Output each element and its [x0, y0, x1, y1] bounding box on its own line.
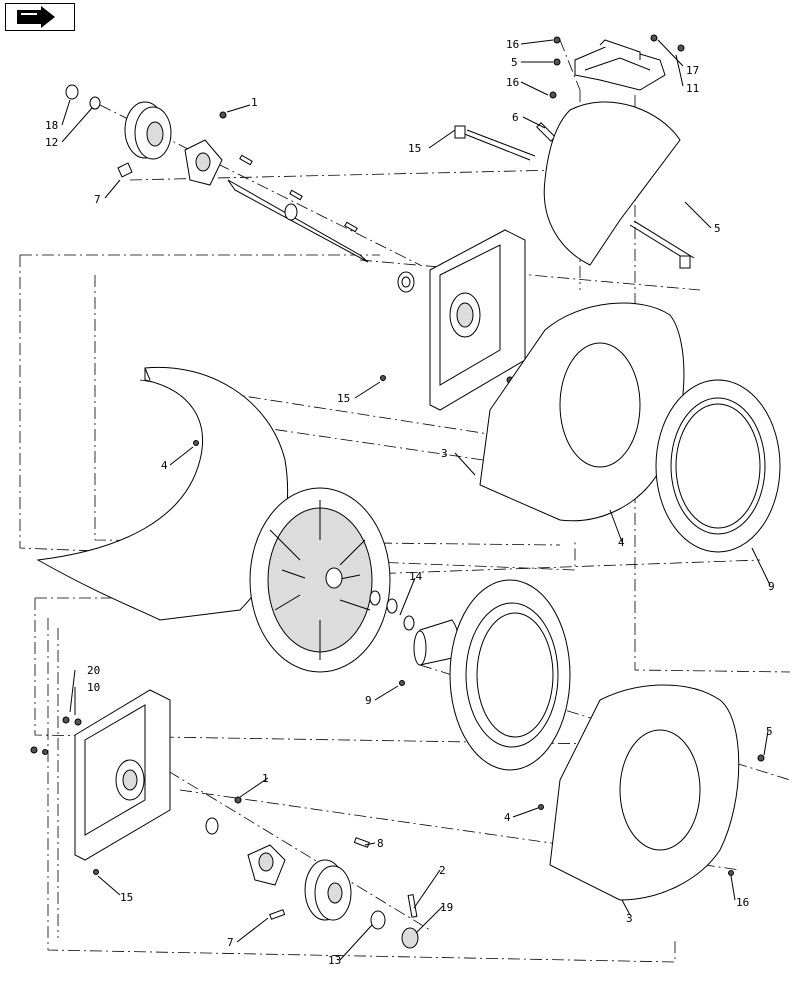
callout-16[interactable]: 16 [736, 896, 749, 909]
leader-lines [61, 39, 771, 961]
callout-12[interactable]: 12 [45, 136, 58, 149]
callout-labels: 16 5 16 17 11 6 15 18 12 1 7 5 15 4 3 4 … [45, 38, 775, 967]
callout-15[interactable]: 15 [120, 891, 133, 904]
spacer-ring [369, 590, 381, 606]
upper-side-plate [479, 302, 685, 522]
callout-16[interactable]: 16 [506, 76, 519, 89]
callout-2[interactable]: 2 [439, 864, 446, 877]
upper-shroud [543, 101, 681, 266]
callout-14[interactable]: 14 [409, 570, 423, 583]
callout-7[interactable]: 7 [227, 936, 234, 949]
callout-18[interactable]: 18 [45, 119, 58, 132]
callout-15[interactable]: 15 [337, 392, 350, 405]
callout-8[interactable]: 8 [377, 837, 384, 850]
fan-wheel [249, 487, 391, 673]
callout-5[interactable]: 5 [511, 56, 518, 69]
callout-7[interactable]: 7 [94, 193, 101, 206]
callout-1[interactable]: 1 [251, 96, 258, 109]
callout-15[interactable]: 15 [408, 142, 421, 155]
callout-4[interactable]: 4 [161, 459, 168, 472]
callout-4[interactable]: 4 [618, 536, 625, 549]
back-arrow-icon [17, 6, 55, 28]
callout-13[interactable]: 13 [328, 954, 341, 967]
callout-9[interactable]: 9 [365, 694, 372, 707]
rod [461, 132, 531, 161]
callout-17[interactable]: 17 [686, 64, 699, 77]
callout-6[interactable]: 6 [512, 111, 519, 124]
callout-5[interactable]: 5 [714, 222, 721, 235]
callout-3[interactable]: 3 [441, 447, 448, 460]
callout-20[interactable]: 20 [87, 664, 100, 677]
callout-11[interactable]: 11 [686, 82, 699, 95]
callout-5[interactable]: 5 [766, 725, 773, 738]
top-bracket [536, 34, 685, 142]
lower-drive-assembly [234, 796, 419, 949]
lower-ring-housing [399, 579, 571, 771]
upper-ring-gasket [655, 379, 781, 553]
callout-10[interactable]: 10 [87, 681, 100, 694]
upper-frame [380, 229, 526, 411]
callout-3[interactable]: 3 [626, 912, 633, 925]
lower-frame [30, 689, 219, 875]
lower-side-plate [538, 684, 765, 901]
callout-19[interactable]: 19 [440, 901, 453, 914]
callout-4[interactable]: 4 [504, 811, 511, 824]
back-arrow-button[interactable] [5, 3, 75, 31]
callout-9[interactable]: 9 [768, 580, 775, 593]
callout-16[interactable]: 16 [506, 38, 519, 51]
housing-shell [36, 366, 289, 621]
upper-drive-assembly [65, 84, 369, 263]
callout-1[interactable]: 1 [262, 772, 269, 785]
